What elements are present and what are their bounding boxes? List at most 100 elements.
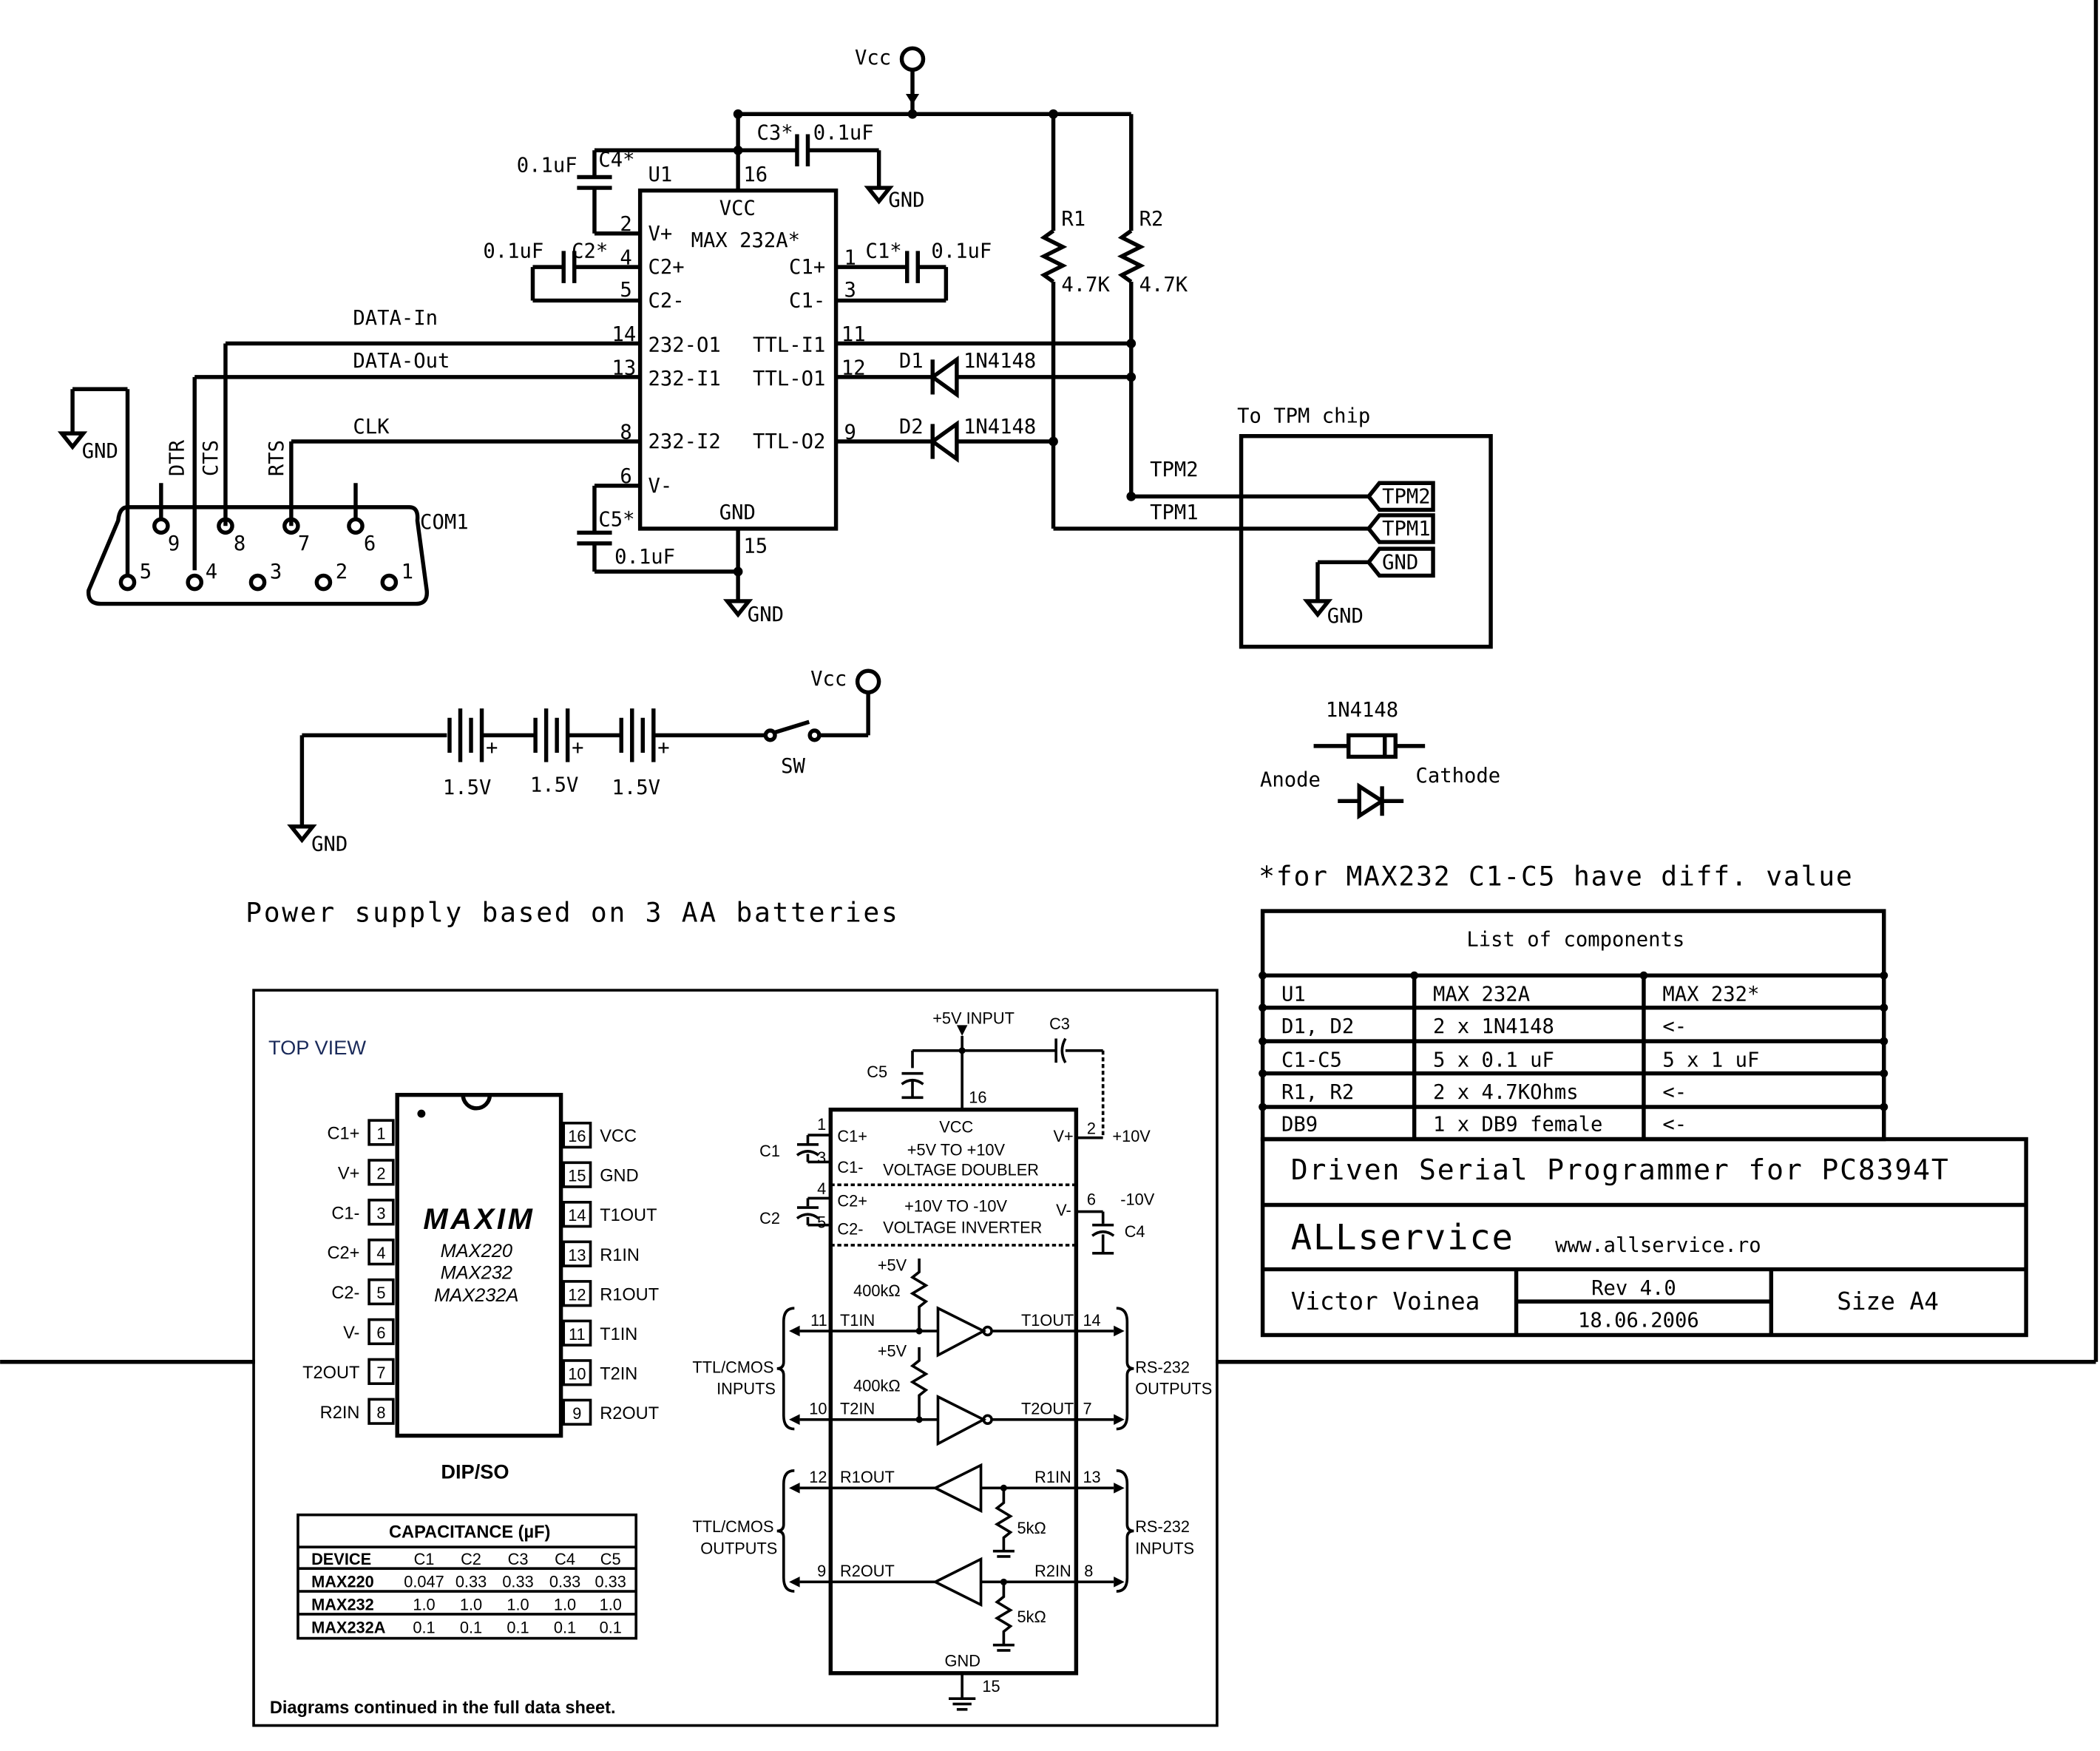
dip-pin-box (368, 1318, 395, 1346)
dip-package: MAXIM MAX220 MAX232 MAX232A DIP/SO (395, 1092, 563, 1483)
dip-pin-box (368, 1398, 395, 1425)
pin-name: TTL-O2 (753, 430, 825, 453)
inverter-line2: VOLTAGE INVERTER (883, 1219, 1042, 1237)
capacitance-table: CAPACITANCE (µF) (297, 1513, 638, 1640)
resistor-r1: R1 4.7K (1039, 114, 1111, 529)
rts-label: RTS (265, 440, 288, 476)
pin-3: 3 (817, 1148, 826, 1167)
c5-label: C5* (598, 508, 634, 531)
table-cell: <- (1662, 1015, 1687, 1038)
diode-d1: D1 1N4148 (836, 350, 1131, 399)
rs-out-label1: RS-232 (1135, 1358, 1190, 1376)
dip-pin-name: C2- (331, 1283, 359, 1302)
components-table: List of components U1 MAX 232A MAX 232* … (1259, 909, 1889, 1142)
dip-pin-num: 7 (376, 1364, 385, 1382)
r2-label: R2 (1139, 208, 1164, 231)
cap-header-cell: C2 (461, 1550, 481, 1568)
datasheet-inset: TOP VIEW MAXIM MAX220 MAX232 MAX232A DIP… (252, 989, 1219, 1727)
power-supply: GND + + + 1.5V 1.5V 1.5V SW Vcc Power su… (245, 668, 899, 929)
cap-cell: MAX232A (311, 1618, 386, 1636)
dip-pin-name: GND (600, 1166, 638, 1185)
package-label: DIP/SO (441, 1460, 509, 1483)
t1out-label: T1OUT (1021, 1311, 1074, 1330)
cap-cell: 1.0 (600, 1595, 622, 1613)
pin-num: 9 (844, 421, 856, 444)
revision-date: 18.06.2006 (1578, 1310, 1699, 1332)
capacitor-c5: C5* 0.1uF (577, 484, 739, 574)
r5k-label: 5kΩ (1017, 1519, 1046, 1537)
c4-value: 0.1uF (517, 154, 578, 177)
cap-cell: 0.33 (549, 1573, 580, 1591)
cap-cell: 0.33 (455, 1573, 487, 1591)
cap-cell: 0.047 (404, 1573, 444, 1591)
c2p-label: C2+ (837, 1191, 867, 1210)
ttl-out-label2: OUTPUTS (700, 1539, 777, 1557)
capacitor-c4: 0.1uF C4* (517, 148, 739, 236)
pin-name: C1+ (789, 256, 825, 279)
table-cell: MAX 232* (1662, 983, 1759, 1006)
dip-pin-num: 2 (376, 1164, 385, 1182)
d2-type: 1N4148 (963, 416, 1036, 438)
db9-pin: 2 (336, 560, 348, 583)
dip-part: MAX220 (441, 1241, 512, 1261)
pin-7: 7 (1083, 1400, 1091, 1418)
capacitor-c2: 0.1uF C2* (483, 240, 640, 303)
dip-pin-box (562, 1280, 592, 1307)
cts-label: CTS (200, 440, 223, 476)
pin-9: 9 (817, 1562, 826, 1580)
pin-8: 8 (1084, 1562, 1093, 1580)
resistor-r2: R2 4.7K (1117, 114, 1188, 497)
battery-plus: + (572, 736, 583, 759)
cap-header-cell: DEVICE (311, 1550, 371, 1568)
dip-pin-name: R1OUT (600, 1284, 659, 1304)
clk-label: CLK (353, 416, 390, 438)
dip-pin-box (562, 1161, 592, 1188)
serial-signals: DATA-In DATA-Out CLK (192, 307, 640, 571)
maxim-logo: MAXIM (423, 1203, 535, 1236)
r400k-label: 400kΩ (853, 1377, 900, 1395)
dip-pin-box (562, 1201, 592, 1228)
dip-pin-name: C1- (331, 1203, 359, 1222)
page-frame (0, 0, 2099, 1364)
d1-type: 1N4148 (963, 350, 1036, 373)
c3-label: C3 (1049, 1015, 1070, 1033)
dip-pin-num: 14 (568, 1206, 586, 1225)
p5v-label: +5V (878, 1256, 907, 1274)
c1-value: 0.1uF (931, 240, 992, 263)
c3-value: 0.1uF (813, 122, 874, 145)
dip-pin-num: 3 (376, 1204, 385, 1222)
pin-name: V+ (648, 223, 673, 245)
pin-num: 5 (620, 279, 631, 302)
psu-gnd-label: GND (311, 833, 348, 856)
cathode-label: Cathode (1415, 765, 1500, 788)
dip-pin-num: 9 (572, 1404, 581, 1423)
db9-pin: 7 (298, 532, 310, 555)
d2-label: D2 (899, 416, 924, 438)
dip-pin-name: R2OUT (600, 1403, 659, 1423)
com-gnd-label: GND (82, 440, 118, 463)
ttl-in-label1: TTL/CMOS (692, 1358, 773, 1376)
pin-num: 1 (844, 246, 856, 269)
rs-in-label2: INPUTS (1135, 1539, 1194, 1557)
dip-pin-box (368, 1119, 395, 1146)
db9-pin: 4 (206, 560, 217, 583)
pin-12: 12 (809, 1468, 827, 1486)
cap-cell: 1.0 (413, 1595, 435, 1613)
c3-gnd-label: GND (888, 189, 924, 211)
pin-5: 5 (817, 1213, 826, 1231)
r1-value: 4.7K (1061, 274, 1110, 297)
dip-pin-box (368, 1358, 395, 1385)
battery-voltage: 1.5V (530, 774, 579, 797)
components-title: List of components (1466, 928, 1684, 951)
revision: Rev 4.0 (1591, 1277, 1676, 1300)
ttl-out-label1: TTL/CMOS (692, 1517, 773, 1536)
cap-cell: 1.0 (460, 1595, 482, 1613)
dip-pin-box (368, 1278, 395, 1306)
cap-cell: 0.1 (600, 1618, 622, 1636)
c3-label: C3* (757, 122, 793, 145)
pin-name: 232-I2 (648, 430, 721, 453)
psu-caption: Power supply based on 3 AA batteries (245, 897, 899, 929)
db9-pin: 9 (168, 532, 180, 555)
